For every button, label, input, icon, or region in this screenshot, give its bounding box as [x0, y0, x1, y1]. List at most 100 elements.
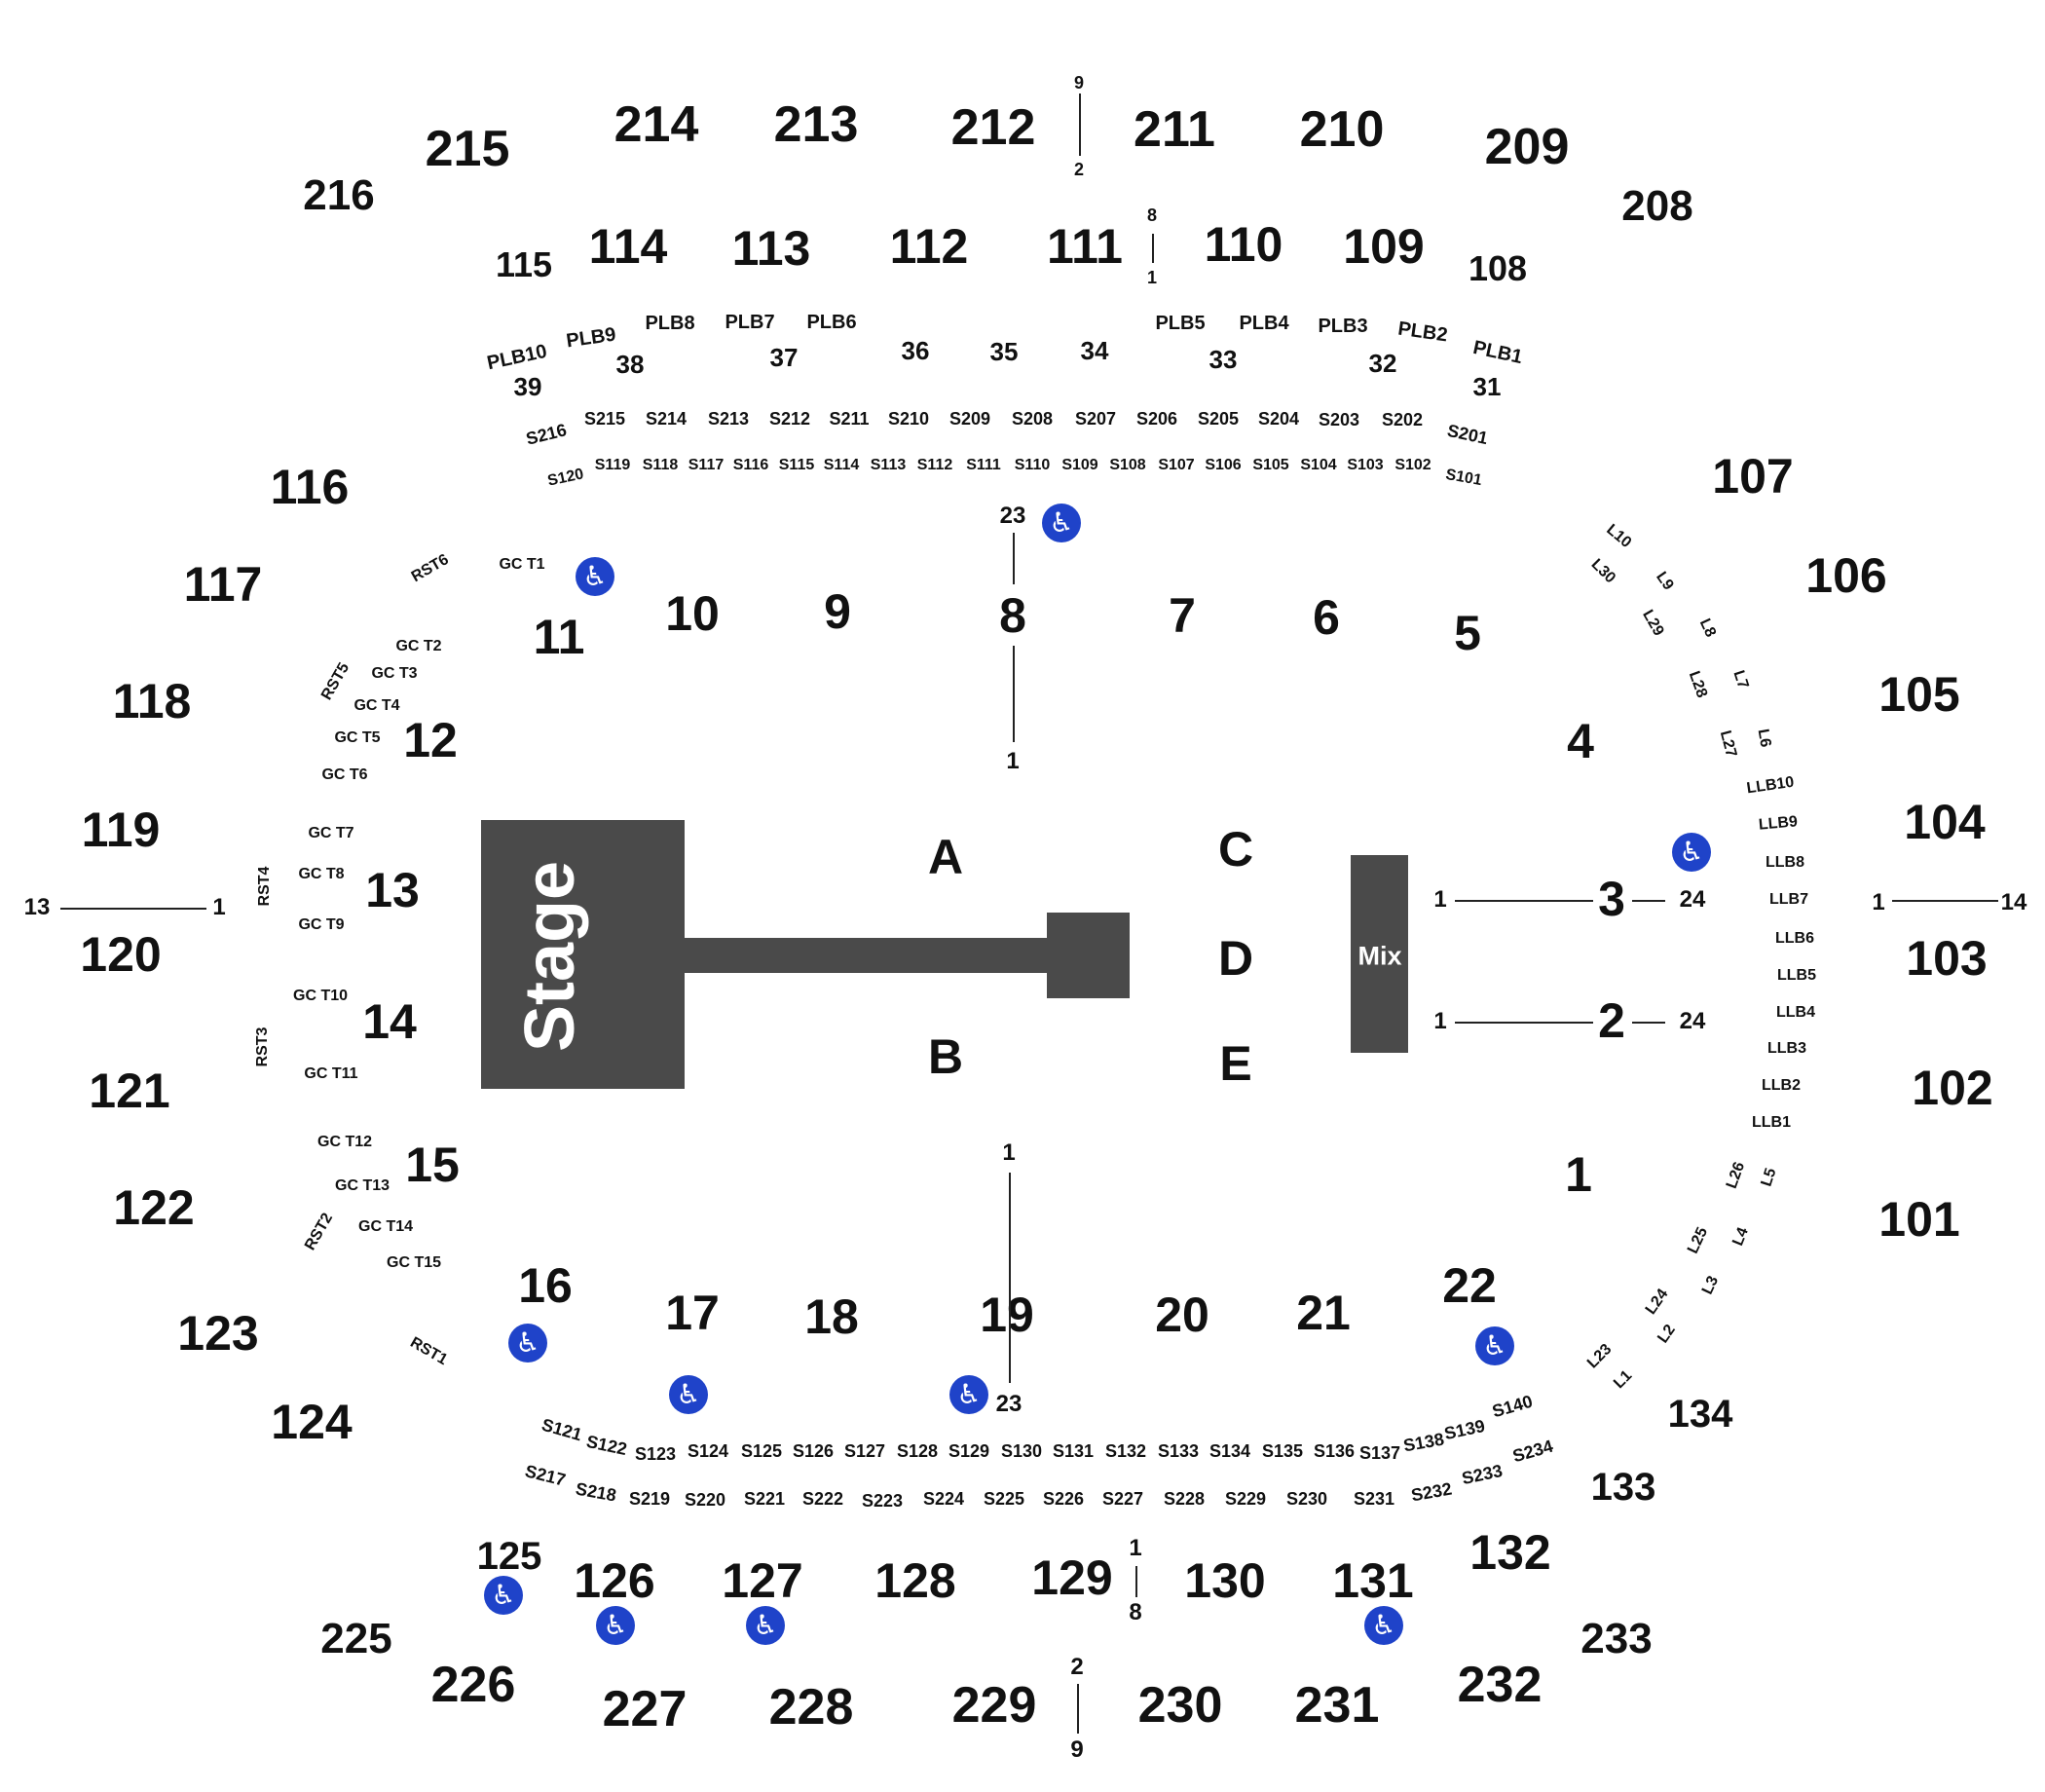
- box-label: LLB10: [1745, 773, 1796, 798]
- row-marker-label: 2: [1073, 160, 1085, 179]
- box-label: LLB8: [1766, 854, 1804, 871]
- row-marker-label: 1: [1129, 1535, 1142, 1561]
- suite-label: S112: [916, 457, 953, 473]
- floor-section-label: 13: [365, 863, 420, 917]
- box-number-label: 39: [513, 372, 542, 401]
- section-100-label: 128: [874, 1553, 956, 1608]
- floor-section-label: 8: [999, 588, 1026, 643]
- box-label: GC T6: [321, 766, 368, 783]
- plb-box-label: PLB8: [645, 313, 695, 334]
- floor-section-label: 9: [824, 584, 851, 639]
- section-100-label: 105: [1878, 667, 1960, 722]
- box-label: RST5: [317, 659, 353, 703]
- section-100-label: 125: [476, 1535, 542, 1578]
- section-100-label: 114: [588, 219, 668, 274]
- box-label: LLB9: [1758, 813, 1799, 834]
- floor-section-label: 11: [533, 610, 585, 664]
- suite-label: S124: [687, 1441, 729, 1461]
- row-marker-label: 13: [23, 894, 51, 920]
- box-label: GC T1: [499, 556, 545, 573]
- row-range-line: [1077, 1684, 1079, 1734]
- wheelchair-icon: ♿: [1364, 1606, 1403, 1645]
- suite-label: S113: [870, 457, 907, 473]
- suite-label: S116: [732, 457, 769, 473]
- section-100-label: 113: [731, 221, 811, 276]
- section-200-label: 233: [1580, 1615, 1653, 1662]
- suite-label: S120: [545, 466, 585, 490]
- box-label: RST6: [408, 550, 452, 586]
- section-100-label: 124: [271, 1395, 353, 1449]
- box-label: L27: [1716, 728, 1740, 760]
- box-number-label: 34: [1080, 336, 1109, 365]
- box-number-label: 32: [1368, 349, 1397, 378]
- suite-label: S129: [948, 1441, 990, 1461]
- box-number-label: 33: [1208, 345, 1238, 374]
- plb-box-label: PLB6: [806, 312, 857, 333]
- suite-label: S201: [1445, 420, 1490, 449]
- row-range-line: [1013, 533, 1015, 584]
- floor-section-label: 3: [1598, 872, 1625, 926]
- box-number-label: 31: [1472, 372, 1502, 401]
- box-label: L30: [1587, 555, 1619, 587]
- plb-box-label: PLB9: [565, 323, 617, 353]
- box-label: L4: [1729, 1224, 1752, 1249]
- section-200-label: 209: [1484, 119, 1570, 175]
- wheelchair-icon: ♿: [949, 1375, 988, 1414]
- suite-label: S108: [1109, 457, 1146, 473]
- section-100-label: 127: [722, 1553, 803, 1608]
- mix-position: [1351, 855, 1408, 1053]
- floor-section-label: 15: [405, 1138, 460, 1192]
- floor-section-label: 2: [1598, 993, 1625, 1048]
- suite-label: S114: [823, 457, 860, 473]
- box-label: L3: [1698, 1273, 1723, 1297]
- row-marker-label: 1: [1006, 748, 1020, 774]
- suite-label: S104: [1300, 457, 1337, 473]
- suite-label: S225: [983, 1489, 1025, 1509]
- box-label: GC T4: [353, 697, 400, 714]
- row-range-line: [1455, 1022, 1593, 1024]
- box-label: L23: [1583, 1340, 1616, 1372]
- section-100-label: 112: [889, 219, 969, 274]
- section-200-label: 228: [768, 1679, 854, 1736]
- suite-label: S215: [583, 409, 626, 429]
- box-label: L9: [1653, 569, 1677, 594]
- box-number-label: 36: [901, 336, 930, 365]
- suite-label: S115: [778, 457, 815, 473]
- suite-label: S110: [1014, 457, 1051, 473]
- suite-label: S139: [1442, 1415, 1487, 1444]
- section-100-label: 126: [574, 1553, 655, 1608]
- box-label: L1: [1611, 1367, 1636, 1393]
- floor-section-label: 20: [1155, 1288, 1209, 1342]
- suite-label: S209: [948, 409, 991, 429]
- suite-label: S130: [1000, 1441, 1043, 1461]
- section-100-label: 122: [113, 1180, 195, 1235]
- stage-runway: [685, 938, 1047, 973]
- row-marker-label: 1: [1872, 889, 1885, 915]
- wheelchair-icon: ♿: [576, 557, 614, 596]
- row-marker-label: 23: [999, 503, 1026, 529]
- section-100-label: 131: [1332, 1553, 1414, 1608]
- box-label: L28: [1685, 668, 1711, 700]
- row-marker-label: 23: [995, 1391, 1022, 1417]
- suite-label: S228: [1163, 1489, 1206, 1509]
- section-100-label: 103: [1906, 931, 1988, 986]
- section-200-label: 231: [1294, 1677, 1380, 1734]
- suite-label: S226: [1042, 1489, 1085, 1509]
- suite-label: S217: [523, 1461, 568, 1490]
- section-100-label: 118: [112, 674, 192, 728]
- wheelchair-icon: ♿: [746, 1606, 785, 1645]
- wheelchair-icon: ♿: [669, 1375, 708, 1414]
- suite-label: S224: [922, 1489, 965, 1509]
- box-label: GC T14: [357, 1218, 414, 1235]
- row-range-line: [1892, 900, 1998, 902]
- floor-section-label: 7: [1169, 588, 1196, 643]
- row-marker-label: 1: [1002, 1139, 1016, 1166]
- suite-label: S220: [684, 1490, 726, 1510]
- suite-label: S223: [861, 1491, 904, 1511]
- box-label: GC T2: [395, 638, 442, 654]
- section-200-label: 227: [602, 1681, 688, 1737]
- section-100-label: 104: [1904, 795, 1986, 849]
- suite-label: S231: [1353, 1489, 1395, 1509]
- box-number-label: 38: [615, 350, 645, 379]
- suite-label: S128: [896, 1441, 939, 1461]
